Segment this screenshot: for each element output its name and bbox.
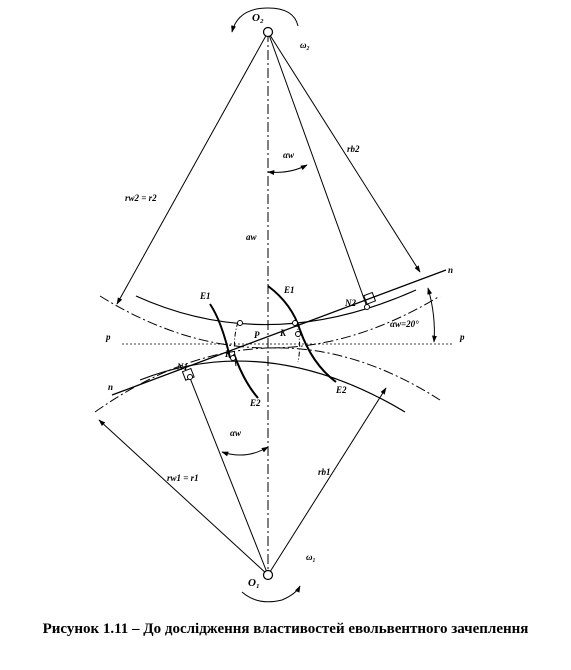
angle-arc-20 xyxy=(427,287,437,343)
label-rb2: rb2 xyxy=(347,144,360,154)
point-n1 xyxy=(187,374,193,380)
label-p-center: P xyxy=(254,330,260,340)
rb2-radius xyxy=(267,31,421,273)
involute-gearing-diagram: O₂ O₁ ω₂ ω₁ rw2 = r2 rb2 αw aw n E1 E1 N… xyxy=(94,7,465,603)
point-k-left xyxy=(230,355,236,361)
involute-e2-right xyxy=(299,329,337,383)
tooth-outline-right xyxy=(295,321,301,363)
label-o1: O₁ xyxy=(248,577,260,589)
line-of-action xyxy=(111,269,447,396)
angle-arc-bottom xyxy=(221,446,269,457)
point-k-right xyxy=(295,331,301,337)
point-top-right xyxy=(292,320,298,326)
label-rw1: rw1 = r1 xyxy=(167,473,199,483)
node-o1 xyxy=(262,569,274,581)
label-k-right: K xyxy=(279,328,287,338)
label-alpha-20: αw=20° xyxy=(390,319,419,329)
rotation-arrow-bottom xyxy=(241,585,301,603)
base-circle-gear2 xyxy=(135,289,417,326)
label-e2-right: E2 xyxy=(335,385,347,395)
rb1-radius xyxy=(267,387,387,576)
point-top-left xyxy=(237,320,243,326)
label-n-left: n xyxy=(108,382,113,392)
label-n1: N1 xyxy=(176,362,188,372)
angle-arc-top xyxy=(267,164,308,176)
involute-e1-right xyxy=(267,285,301,331)
label-alpha-bottom: αw xyxy=(230,428,242,438)
rw2-radius xyxy=(116,31,269,305)
pitch-circle-gear2 xyxy=(99,295,441,349)
label-e1-left: E1 xyxy=(199,291,211,301)
label-n-right: n xyxy=(448,265,453,275)
figure-caption: Рисунок 1.11 – До дослідження властивост… xyxy=(42,621,529,637)
involute-e1-left xyxy=(209,303,231,359)
label-e2-left: E2 xyxy=(249,398,261,408)
label-o2: O₂ xyxy=(252,12,264,24)
label-k-left: K xyxy=(224,349,232,359)
point-n2 xyxy=(364,304,370,310)
right-angle-n2 xyxy=(363,291,377,305)
label-p-left: p xyxy=(105,332,111,342)
tooth-outline-left xyxy=(233,321,239,367)
base-circle-gear1 xyxy=(139,360,406,413)
label-rw2: rw2 = r2 xyxy=(125,193,157,203)
node-o2 xyxy=(262,26,274,38)
label-omega1: ω₁ xyxy=(306,552,316,562)
label-aw: aw xyxy=(246,232,258,242)
rotation-arrow-top xyxy=(231,7,299,33)
pitch-circle-gear1 xyxy=(94,347,441,413)
label-omega2: ω₂ xyxy=(300,40,310,50)
label-alpha-top: αw xyxy=(283,150,295,160)
o1-to-n1 xyxy=(189,377,269,576)
o2-to-n2 xyxy=(267,31,368,308)
label-p-right: p xyxy=(459,332,465,342)
label-n2: N2 xyxy=(344,298,356,308)
rw1-radius xyxy=(98,419,269,576)
label-rb1: rb1 xyxy=(318,467,331,477)
label-e1-right: E1 xyxy=(283,285,295,295)
